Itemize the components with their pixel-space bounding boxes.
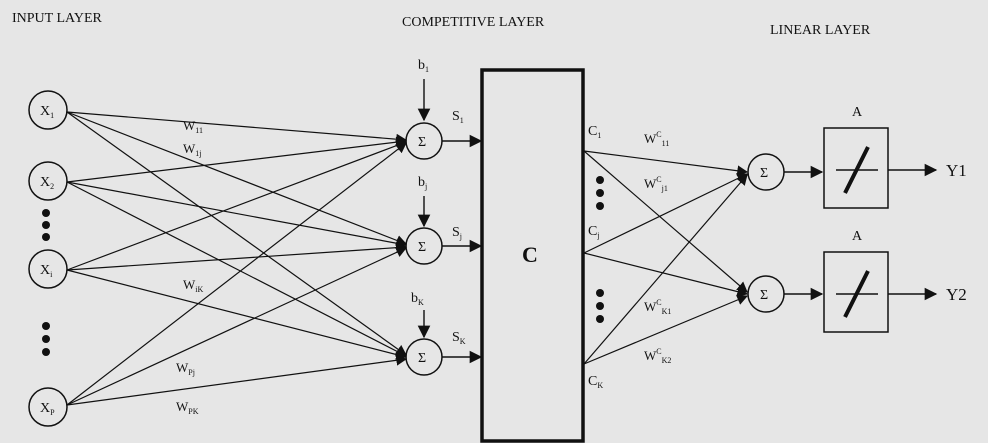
input-node-xp: XP [28,387,68,427]
svg-text:X1: X1 [40,104,54,120]
weight-label-w11: W11 [183,118,203,135]
svg-text:Xi: Xi [40,263,53,279]
weight-label-wc11: WC11 [644,130,669,148]
linear-label-a2: A [852,229,863,244]
sum-label-sk: SK [452,330,466,346]
sum-label-sj: Sj [452,225,462,241]
bias-label-b1: b1 [418,58,429,74]
bias-label-bj: bj [418,175,427,191]
weight-label-wpj: WPj [176,360,195,377]
svg-text:XP: XP [40,401,55,417]
output-arrows [888,163,938,301]
linear-sum-node-2: Σ [747,275,785,313]
svg-text:Σ: Σ [418,135,426,150]
weight-label-wpk: WPK [176,399,199,416]
weight-label-wck1: WCK1 [644,298,671,316]
weight-label-wcj1: WCj1 [644,175,668,193]
competitive-box-label: C [522,242,538,267]
svg-text:Σ: Σ [418,240,426,255]
competitive-layer-heading: COMPETITIVE LAYER [402,15,545,30]
sum-node-k: Σ [405,338,443,376]
svg-text:X2: X2 [40,175,54,191]
sum-label-s1: S1 [452,109,464,125]
input-node-x2: X2 [28,161,68,201]
output-label-y1: Y1 [946,161,967,180]
c-label-ck: CK [588,374,603,390]
sum-node-1: Σ [405,122,443,160]
linear-sum-node-1: Σ [747,153,785,191]
svg-text:Σ: Σ [760,288,768,303]
input-node-xi: Xi [28,249,68,289]
weight-label-wik: WiK [183,277,204,294]
input-ellipsis-2 [42,322,50,356]
output-label-y2: Y2 [946,285,967,304]
input-connections [66,111,408,406]
sum-to-box-arrows [442,134,483,364]
competitive-box [480,68,585,443]
c-label-cj: Cj [588,224,600,240]
svg-text:Σ: Σ [418,351,426,366]
c-ellipsis-2 [596,289,604,323]
input-node-x1: X1 [28,90,68,130]
bias-label-bk: bK [411,291,424,307]
svg-text:Σ: Σ [760,166,768,181]
weight-label-wck2: WCK2 [644,347,671,365]
sum-node-j: Σ [405,227,443,265]
linear-label-a1: A [852,105,863,120]
linear-transfer-box-2 [823,251,889,333]
linear-input-arrows [784,165,824,301]
input-layer-heading: INPUT LAYER [12,11,103,26]
weight-label-w1j: W1j [183,141,202,158]
linear-layer-heading: LINEAR LAYER [770,23,871,38]
output-connections [583,150,749,365]
input-ellipsis-1 [42,209,50,241]
c-label-c1: C1 [588,124,601,140]
c-ellipsis-1 [596,176,604,210]
linear-transfer-box-1 [823,127,889,209]
